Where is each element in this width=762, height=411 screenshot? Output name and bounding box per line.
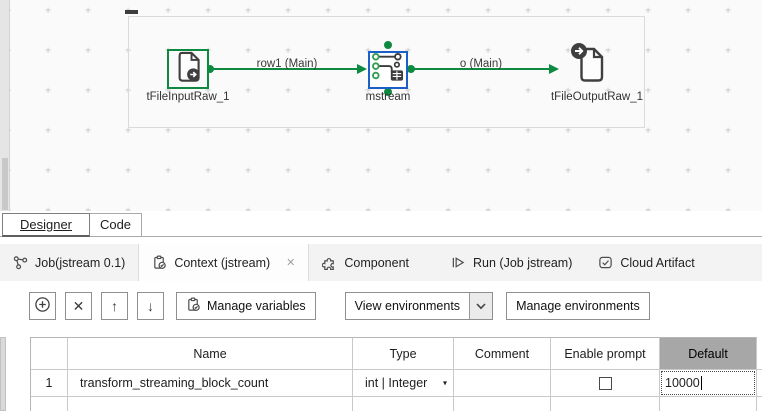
move-down-button[interactable]: ↓ (137, 292, 164, 320)
context-icon (152, 255, 167, 270)
connection-label-row1[interactable]: row1 (Main) (256, 58, 318, 70)
tab-run-label: Run (Job jstream) (473, 255, 573, 270)
manage-variables-button[interactable]: Manage variables (176, 292, 316, 320)
view-environments-value: View environments (354, 299, 461, 313)
component-icon (322, 255, 337, 270)
tab-code[interactable]: Code (90, 213, 142, 237)
table-empty-row[interactable] (30, 397, 762, 411)
header-comment[interactable]: Comment (454, 337, 551, 370)
default-value-editor[interactable]: 10000 (661, 371, 755, 395)
tab-designer-label: Designer (19, 217, 73, 232)
header-enable-prompt[interactable]: Enable prompt (551, 337, 660, 370)
empty-default (660, 397, 757, 411)
connection-layer (206, 41, 559, 96)
component-label-input: tFileInputRaw_1 (146, 91, 230, 103)
tab-code-label: Code (99, 217, 132, 232)
component-tfileoutputraw[interactable] (563, 42, 619, 90)
mstream-top-dot[interactable] (384, 41, 392, 49)
context-toolbar: ✕ ↑ ↓ Manage variables View environments (0, 282, 762, 330)
job-icon (13, 255, 28, 270)
tab-run[interactable]: Run (Job jstream) (438, 244, 585, 281)
manage-environments-label: Manage environments (516, 299, 640, 313)
type-value: int | Integer (365, 376, 428, 390)
arrowhead-row1 (357, 64, 367, 74)
component-label-output: tFileOutputRaw_1 (550, 91, 644, 103)
cloud-artifact-icon (598, 255, 613, 270)
variables-table: Name Type Comment Enable prompt Default … (30, 337, 762, 411)
cell-default[interactable]: 10000 (660, 370, 757, 397)
close-icon[interactable]: ✕ (286, 257, 296, 269)
empty-type (353, 397, 454, 411)
cell-name[interactable]: transform_streaming_block_count (68, 370, 353, 397)
variables-table-zone: Name Type Comment Enable prompt Default … (0, 330, 762, 411)
tab-designer[interactable]: Designer (2, 213, 90, 237)
table-row[interactable]: 1 transform_streaming_block_count int | … (30, 370, 762, 397)
component-mstream[interactable] (368, 51, 408, 89)
move-up-button[interactable]: ↑ (101, 292, 128, 320)
tab-component[interactable]: Component (309, 244, 422, 281)
chevron-down-icon[interactable] (469, 293, 493, 319)
delete-variable-button[interactable]: ✕ (65, 292, 92, 320)
file-input-icon (173, 50, 203, 89)
component-label-mstream: mstream (365, 91, 411, 103)
cell-enable-prompt[interactable] (551, 370, 660, 397)
tab-cloud-artifact-label: Cloud Artifact (620, 255, 695, 270)
view-environments-dropdown[interactable]: View environments (344, 292, 494, 320)
text-cursor (700, 376, 703, 390)
editor-tab-bar: Designer Code (0, 211, 762, 238)
scrollbar-thumb[interactable] (2, 158, 8, 210)
tab-component-label: Component (344, 255, 410, 270)
arrowhead-o (549, 64, 559, 74)
empty-comment (454, 397, 551, 411)
arrow-down-icon: ↓ (147, 298, 154, 314)
empty-prompt (551, 397, 660, 411)
cell-type[interactable]: int | Integer ▾ (353, 370, 454, 397)
run-icon (451, 255, 466, 270)
mstream-bottom-dot[interactable] (384, 88, 392, 96)
empty-ghost (757, 397, 762, 411)
cell-rownum[interactable]: 1 (30, 370, 68, 397)
manage-environments-button[interactable]: Manage environments (506, 292, 650, 320)
tab-context-label: Context (jstream) (174, 255, 271, 270)
enable-prompt-checkbox[interactable] (598, 376, 612, 390)
tab-job[interactable]: Job(jstream 0.1) (0, 244, 138, 281)
plus-circle-icon (34, 296, 51, 316)
mstream-right-dot[interactable] (407, 65, 415, 73)
type-combo-arrow-icon[interactable]: ▾ (442, 378, 447, 388)
header-rownum[interactable] (30, 337, 68, 370)
tab-cloud-artifact[interactable]: Cloud Artifact (585, 244, 707, 281)
header-default[interactable]: Default (660, 337, 757, 370)
cell-comment[interactable] (454, 370, 551, 397)
design-canvas[interactable]: ++++++++++++++++++++++++++++++++++++++++… (0, 0, 762, 213)
default-value: 10000 (665, 376, 700, 390)
tab-context[interactable]: Context (jstream) ✕ (138, 244, 310, 281)
subjob-frame[interactable] (128, 16, 645, 128)
cell-ghost (757, 370, 762, 397)
table-left-scrollbar[interactable] (0, 337, 6, 411)
canvas-left-scrollbar[interactable] (0, 0, 10, 213)
empty-name (68, 397, 353, 411)
delete-icon: ✕ (72, 297, 85, 314)
manage-variables-label: Manage variables (207, 299, 306, 313)
header-type[interactable]: Type (353, 337, 454, 370)
empty-rownum (30, 397, 68, 411)
table-header-row: Name Type Comment Enable prompt Default (30, 337, 762, 370)
add-variable-button[interactable] (29, 292, 56, 320)
connection-label-o[interactable]: o (Main) (459, 58, 503, 70)
component-tfileinputraw[interactable] (167, 49, 209, 89)
subjob-collapse-handle[interactable] (125, 10, 138, 14)
clipboard-icon (186, 297, 201, 315)
file-output-icon (564, 40, 618, 93)
tab-job-label: Job(jstream 0.1) (35, 255, 126, 270)
map-stream-icon (371, 52, 405, 88)
arrow-up-icon: ↑ (111, 298, 118, 314)
header-ghost (757, 337, 762, 370)
header-name[interactable]: Name (68, 337, 353, 370)
view-tab-bar: Job(jstream 0.1) Context (jstream) ✕ Com… (0, 244, 762, 281)
